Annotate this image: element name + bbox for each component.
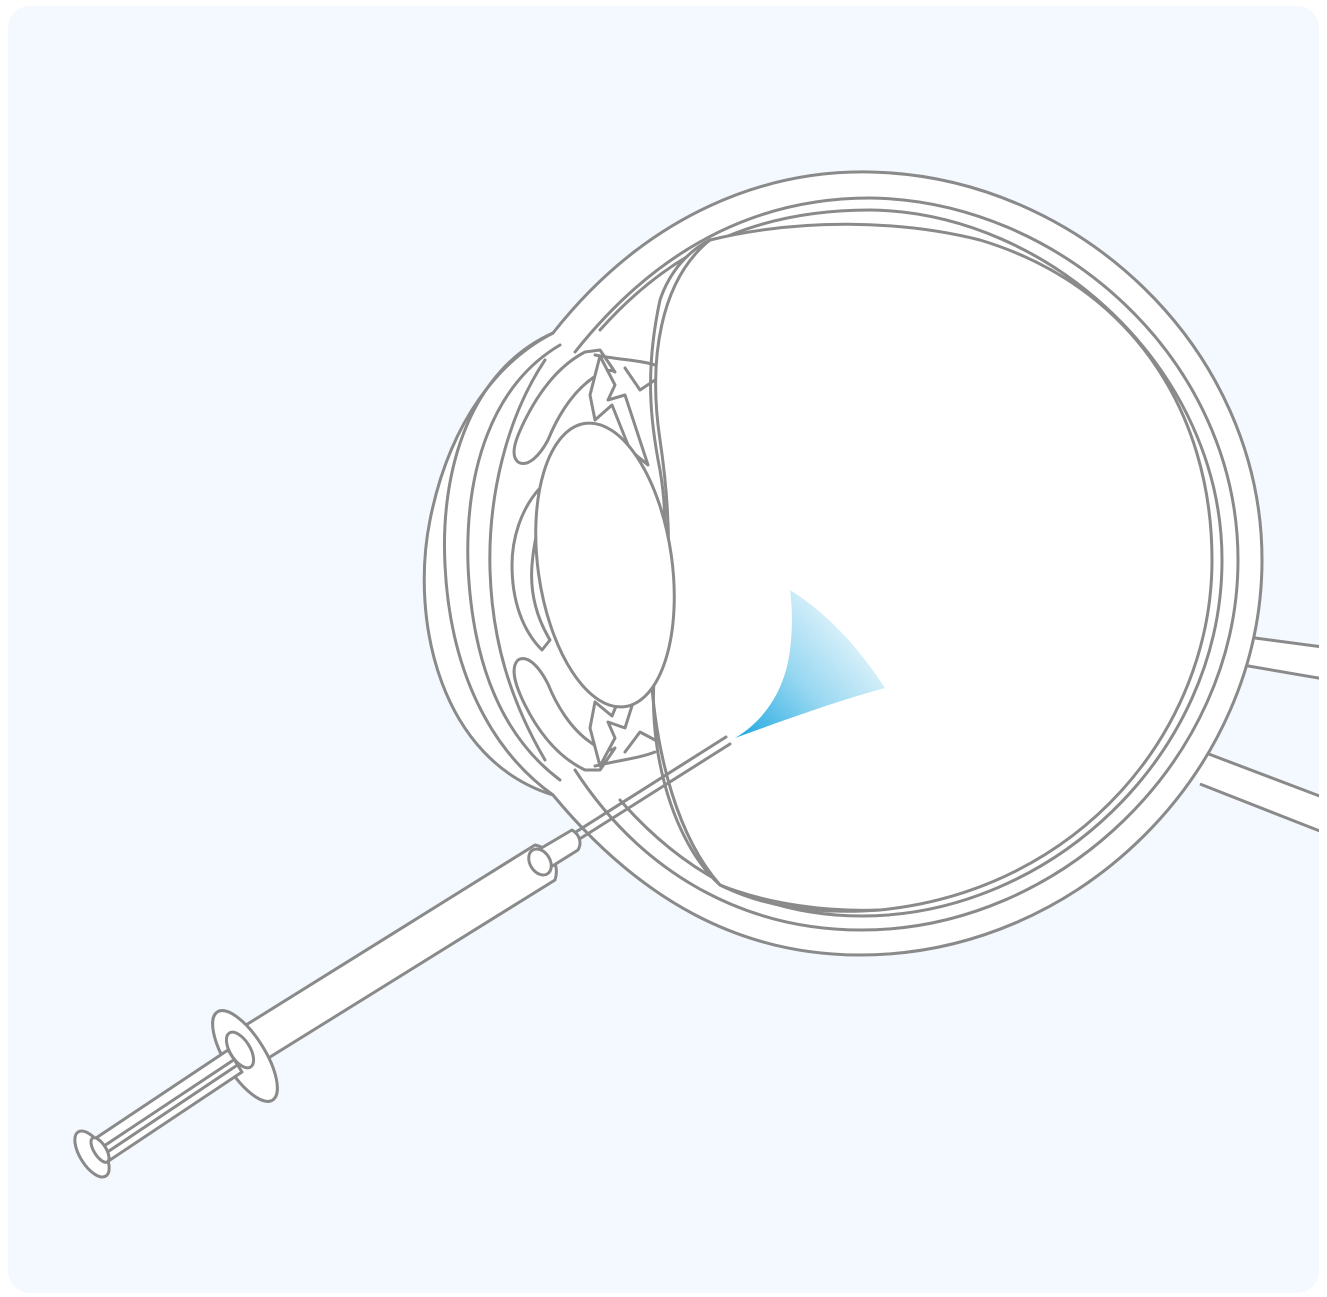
optic-nerve: [1184, 634, 1319, 837]
lens: [534, 421, 676, 709]
retina: [598, 208, 1224, 918]
injected-drug: [735, 590, 885, 738]
syringe: [73, 828, 582, 1179]
choroid: [573, 196, 1240, 932]
anterior-chamber-line: [488, 358, 547, 762]
cornea-inner: [466, 343, 562, 782]
needle: [568, 742, 732, 847]
cornea: [442, 331, 555, 797]
